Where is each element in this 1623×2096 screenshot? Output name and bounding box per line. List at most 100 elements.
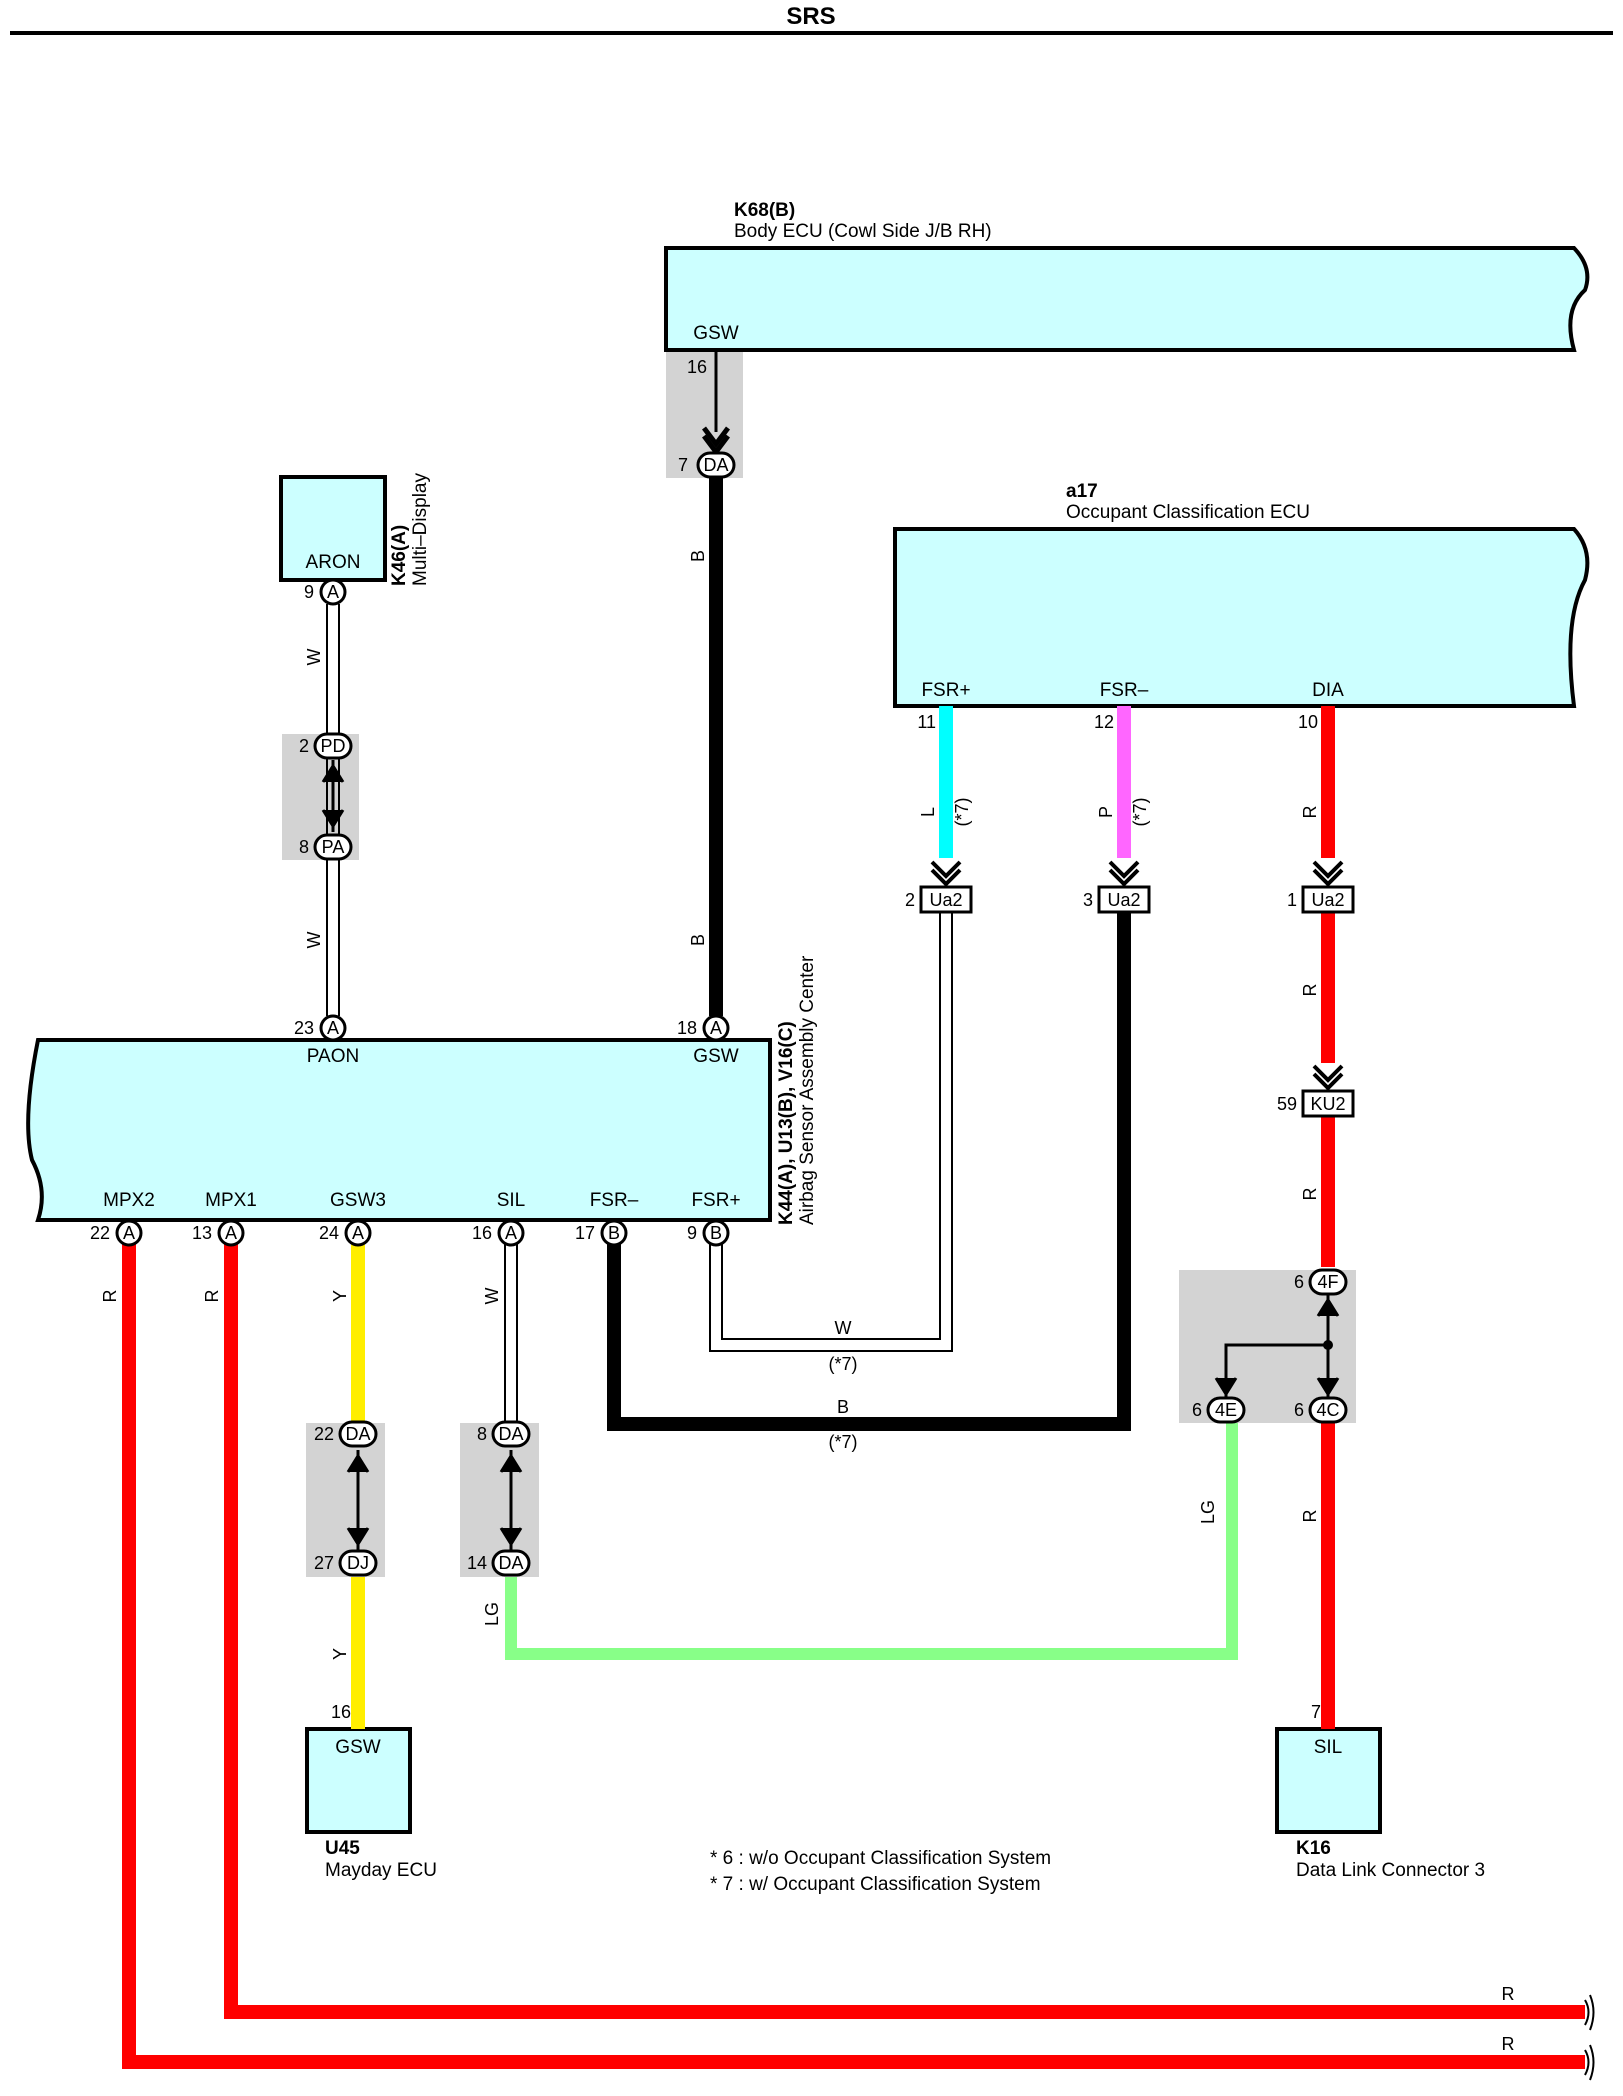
pin-num-3-ua2: 3 (1083, 890, 1093, 910)
svg-text:PA: PA (322, 837, 345, 857)
connector-da-sil-bottom: DA (491, 1549, 531, 1577)
airbag-pin-sil: SIL (497, 1190, 526, 1211)
svg-text:A: A (710, 1018, 722, 1038)
pin-num-16-mayday: 16 (331, 1702, 351, 1722)
wire-label-r-mpx1: R (202, 1290, 222, 1303)
mayday-ecu-pin-gsw: GSW (335, 1737, 380, 1758)
mayday-ecu-code: U45 (325, 1838, 360, 1859)
wire-label-r-mpx2-h: R (1502, 2034, 1515, 2054)
chevron-ku2 (1312, 1064, 1344, 1091)
pin-num-16-sil: 16 (472, 1223, 492, 1243)
wire-label-star7-l: (*7) (952, 797, 972, 826)
svg-text:A: A (352, 1223, 364, 1243)
wire-label-p: P (1096, 806, 1116, 818)
note-6: * 6 : w/o Occupant Classification System (710, 1848, 1051, 1869)
terminal-fsrm-b: B (600, 1219, 628, 1247)
pin-num-59-ku2: 59 (1277, 1094, 1297, 1114)
multi-display-name: Multi–Display (410, 473, 431, 586)
connector-da-gsw3: DA (338, 1420, 378, 1448)
pin-num-7-dlc: 7 (1311, 1702, 1321, 1722)
svg-text:KU2: KU2 (1310, 1094, 1345, 1114)
wire-label-lg-1: LG (482, 1602, 502, 1626)
wire-mpx1-r (224, 1240, 1585, 2019)
connector-pd: PD (313, 732, 353, 760)
body-ecu-name: Body ECU (Cowl Side J/B RH) (734, 221, 992, 242)
pin-num-24-gsw3: 24 (319, 1223, 339, 1243)
splice-arrow-multidisplay (321, 760, 345, 832)
svg-text:Ua2: Ua2 (1107, 890, 1140, 910)
pin-num-17-fsrm: 17 (575, 1223, 595, 1243)
pin-num-7-da: 7 (678, 455, 688, 475)
wire-label-l: L (918, 807, 938, 817)
pin-num-8-pa: 8 (299, 837, 309, 857)
svg-text:B: B (608, 1223, 620, 1243)
wire-label-r-mpx1-h: R (1502, 1984, 1515, 2004)
pin-num-13-mpx1: 13 (192, 1223, 212, 1243)
terminal-mpx2-a: A (115, 1219, 143, 1247)
wire-label-lg-2: LG (1198, 1500, 1218, 1524)
wire-label-w-sil: W (482, 1288, 502, 1305)
terminal-paon-a: A (319, 1014, 347, 1042)
splice-arrow-sil (499, 1450, 523, 1550)
connector-dj: DJ (338, 1549, 378, 1577)
connector-da-body: DA (696, 451, 736, 479)
multi-display-pin-aron: ARON (306, 552, 361, 573)
pin-num-14-da: 14 (467, 1553, 487, 1573)
svg-text:DA: DA (345, 1424, 370, 1444)
connector-ua2-dia: Ua2 (1301, 885, 1355, 914)
svg-text:DA: DA (703, 455, 728, 475)
airbag-pin-gsw3: GSW3 (330, 1190, 386, 1211)
body-ecu-box (664, 246, 1590, 352)
connector-ku2: KU2 (1301, 1089, 1355, 1118)
wire-label-r-dia-3: R (1300, 1188, 1320, 1201)
airbag-pin-gsw: GSW (693, 1046, 738, 1067)
wire-label-r-mpx2: R (100, 1290, 120, 1303)
pin-num-10-dia: 10 (1298, 712, 1318, 732)
svg-text:4F: 4F (1317, 1272, 1338, 1292)
splice-dlc-junction (1214, 1294, 1340, 1398)
svg-text:DA: DA (498, 1553, 523, 1573)
airbag-center-box (26, 1038, 772, 1222)
splice-arrow-gsw3 (346, 1450, 370, 1550)
airbag-pin-paon: PAON (307, 1046, 359, 1067)
airbag-pin-mpx1: MPX1 (205, 1190, 257, 1211)
dlc-pin-sil: SIL (1314, 1737, 1343, 1758)
connector-ua2-fsrp: Ua2 (919, 885, 973, 914)
wire-sil-w (504, 1240, 518, 1423)
airbag-center-code: K44(A), U13(B), V16(C) (776, 1021, 797, 1225)
pin-num-27-dj: 27 (314, 1553, 334, 1573)
terminal-gsw3-a: A (344, 1219, 372, 1247)
pin-num-22-da: 22 (314, 1424, 334, 1444)
wire-label-w-fsrp: W (835, 1318, 852, 1338)
occupant-ecu-pin-fsrm: FSR– (1100, 680, 1149, 701)
pin-num-9-aron: 9 (304, 582, 314, 602)
dlc-name: Data Link Connector 3 (1296, 1860, 1485, 1881)
connector-ua2-fsrm: Ua2 (1097, 885, 1151, 914)
svg-text:PD: PD (320, 736, 345, 756)
wire-break-marks-2 (1589, 1994, 1595, 2081)
wire-label-star7-p: (*7) (1130, 797, 1150, 826)
occupant-ecu-pin-dia: DIA (1312, 680, 1344, 701)
wire-label-r-dia-4: R (1300, 1510, 1320, 1523)
svg-text:A: A (327, 582, 339, 602)
wire-label-r-dia-1: R (1300, 806, 1320, 819)
pin-num-6-4e: 6 (1192, 1400, 1202, 1420)
note-7: * 7 : w/ Occupant Classification System (710, 1874, 1041, 1895)
dlc-box (1275, 1727, 1382, 1834)
pin-num-16-body: 16 (687, 357, 707, 377)
chevron-ua2-dia (1312, 860, 1344, 887)
connector-da-sil-top: DA (491, 1420, 531, 1448)
mayday-ecu-box (305, 1727, 412, 1834)
wire-label-r-dia-2: R (1300, 984, 1320, 997)
wire-mpx2-r (122, 1240, 1585, 2069)
pin-num-2-ua2: 2 (905, 890, 915, 910)
pin-num-18-gsw: 18 (677, 1018, 697, 1038)
pin-num-6-4c: 6 (1294, 1400, 1304, 1420)
chevron-ua2-fsrm (1108, 860, 1140, 887)
wire-label-b-fsrm: B (837, 1397, 849, 1417)
svg-text:B: B (710, 1223, 722, 1243)
terminal-fsrp-b: B (702, 1219, 730, 1247)
wire-break-marks (1584, 1999, 1590, 2076)
svg-text:A: A (123, 1223, 135, 1243)
